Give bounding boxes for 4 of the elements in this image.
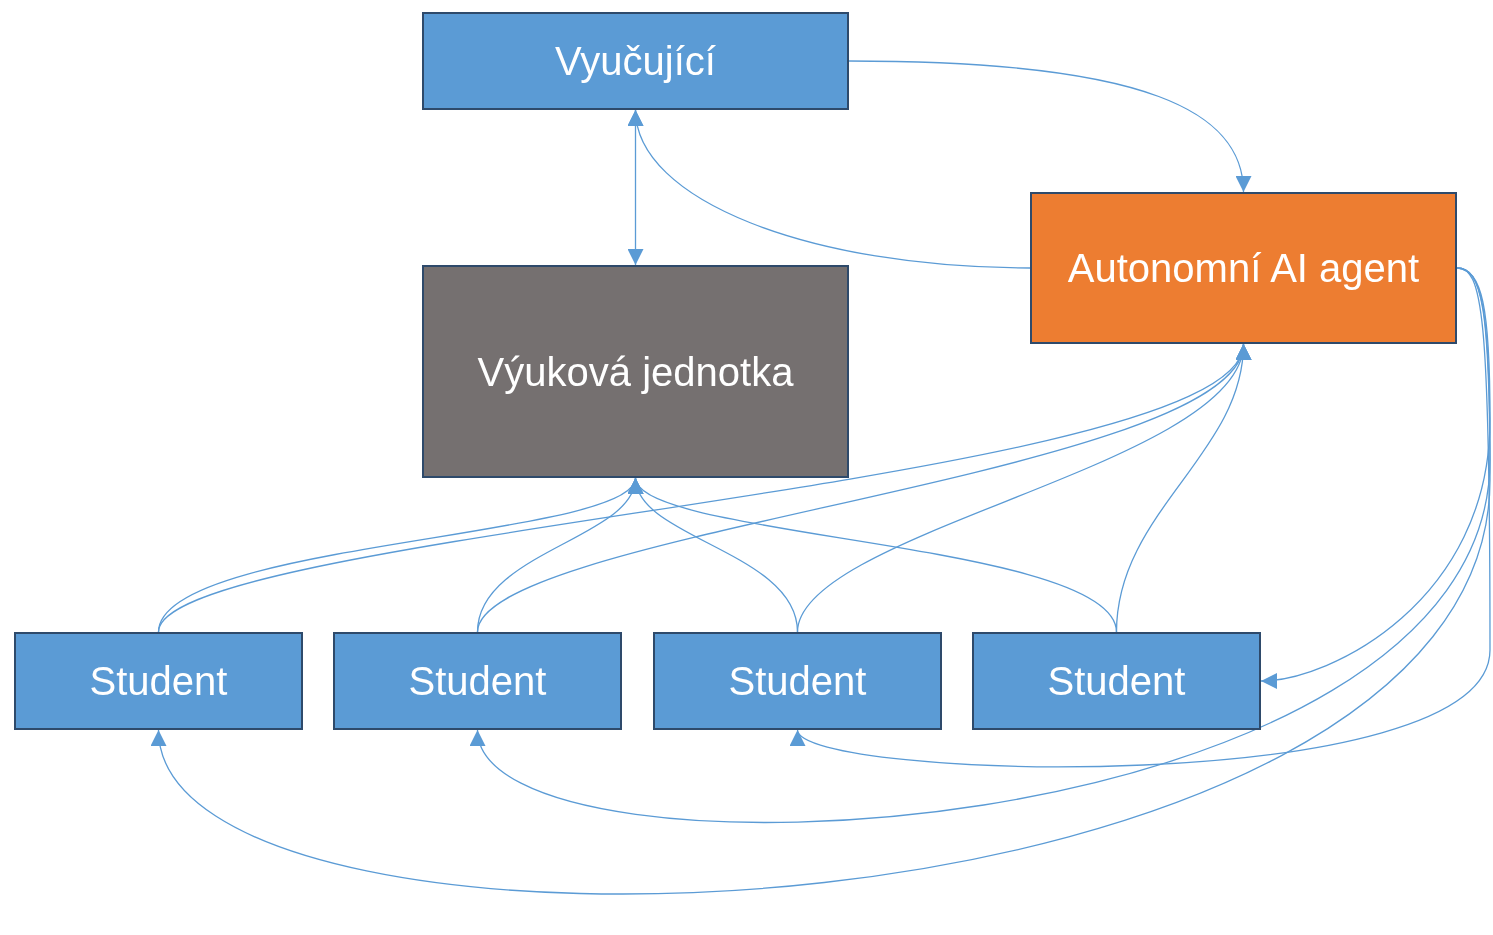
box-label: Vyučující — [555, 38, 716, 85]
connector-arrow — [627, 109, 644, 266]
teacher-box — [422, 12, 849, 110]
connector-arrow — [848, 60, 1250, 193]
